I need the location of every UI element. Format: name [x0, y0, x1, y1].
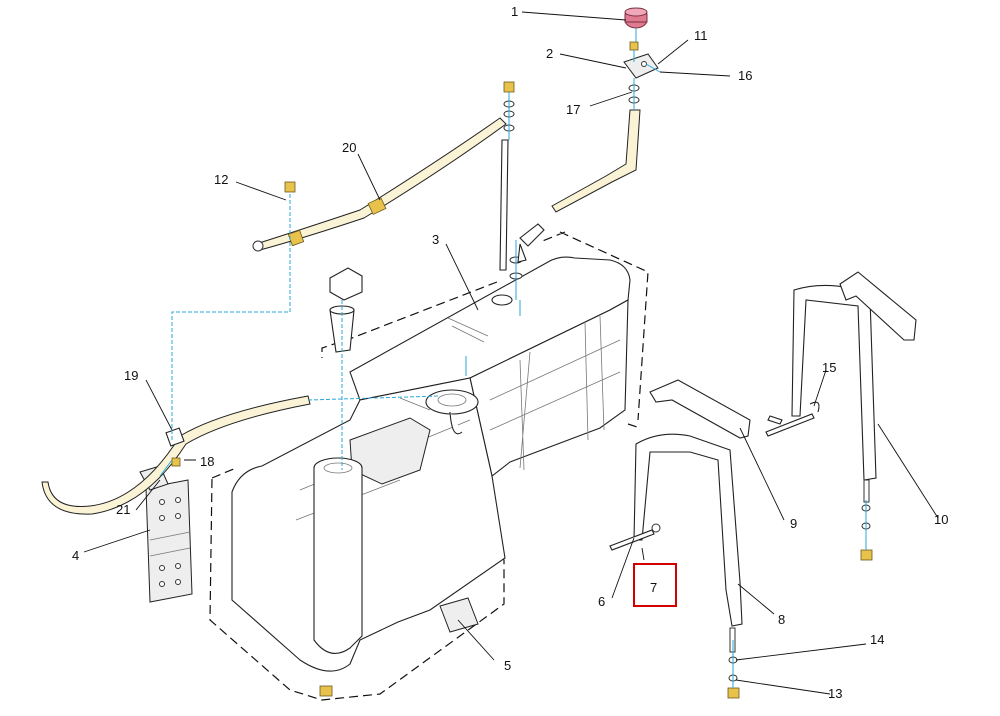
- assembly-line-d: [633, 28, 661, 110]
- strap-bolt-front: [609, 529, 655, 551]
- drain-plug: [319, 685, 333, 697]
- assembly-line-c: [307, 395, 441, 401]
- cap-nut: [629, 41, 639, 51]
- callout-14: 14: [870, 632, 884, 647]
- vent-hose: [252, 117, 507, 252]
- strap-pad-rear: [839, 271, 917, 341]
- cap-bracket: [623, 53, 659, 79]
- rod-nut: [503, 81, 515, 93]
- callout-10: 10: [934, 512, 948, 527]
- hose-clamp: [165, 427, 185, 447]
- callout-20: 20: [342, 140, 356, 155]
- callout-7: 7: [650, 580, 657, 595]
- callout-16: 16: [738, 68, 752, 83]
- fuel-line: [41, 395, 311, 515]
- mounting-plate: [145, 479, 193, 603]
- filler-hose: [517, 109, 641, 263]
- sender-port: [425, 389, 479, 415]
- strap-pad-front: [649, 379, 751, 439]
- highlight-box: [633, 563, 677, 607]
- assembly-line-g: [159, 356, 467, 477]
- filler-cap: [624, 7, 648, 29]
- callout-2: 2: [546, 46, 553, 61]
- tank-strap-rear: [791, 284, 877, 481]
- callout-17: 17: [566, 102, 580, 117]
- tank-strap-front: [633, 433, 743, 627]
- assembly-line-f: [732, 500, 867, 688]
- callout-1: 1: [511, 4, 518, 19]
- assembly-line-a: [171, 194, 291, 440]
- callout-15: 15: [822, 360, 836, 375]
- callout-21: 21: [116, 502, 130, 517]
- fuel-sender-unit: [329, 267, 363, 353]
- callout-6: 6: [598, 594, 605, 609]
- clamp-nut: [171, 457, 181, 467]
- callout-18: 18: [200, 454, 214, 469]
- strap-rod-rear: [863, 479, 870, 503]
- leader-lines: [83, 11, 939, 695]
- callout-5: 5: [504, 658, 511, 673]
- callout-4: 4: [72, 548, 79, 563]
- strap-bolt-rear: [765, 413, 815, 437]
- callout-9: 9: [790, 516, 797, 531]
- callout-12: 12: [214, 172, 228, 187]
- fuel-tank: [231, 256, 631, 697]
- callout-8: 8: [778, 612, 785, 627]
- callout-3: 3: [432, 232, 439, 247]
- gasket-pad: [439, 597, 479, 633]
- assembly-line-e: [508, 92, 521, 316]
- callout-13: 13: [828, 686, 842, 701]
- callout-19: 19: [124, 368, 138, 383]
- pickup-tube: [499, 139, 509, 271]
- bolt-12: [284, 181, 296, 193]
- callout-11: 11: [694, 28, 708, 43]
